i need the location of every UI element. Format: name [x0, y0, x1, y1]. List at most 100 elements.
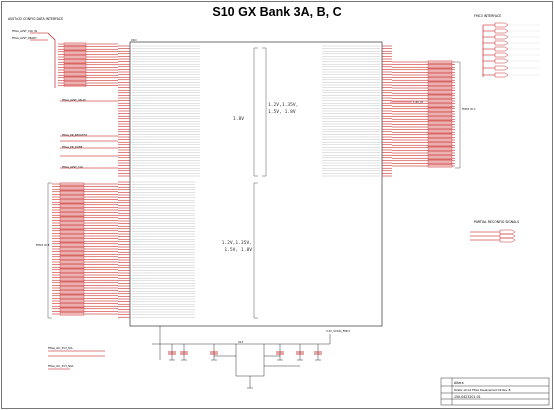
net-label-left — [63, 63, 87, 67]
left-bus-lines — [30, 32, 56, 88]
bottom-net-label: 3.3V_VCCIO_FMC3 — [326, 329, 350, 333]
net-label-right — [427, 143, 453, 147]
right-pin-group — [322, 45, 392, 177]
net-label-left — [59, 297, 85, 300]
net-label-right — [427, 86, 453, 90]
right-connector-group — [483, 22, 540, 78]
net-label-left — [59, 281, 85, 285]
connector-port — [494, 58, 509, 64]
net-label-left — [59, 271, 85, 274]
net-label-left — [59, 294, 85, 298]
connector-port — [494, 22, 509, 28]
net-label-right — [427, 149, 453, 152]
left-pin-group — [118, 45, 200, 318]
bank-brackets — [253, 47, 267, 319]
net-label-left — [63, 47, 87, 51]
net-label-right — [427, 99, 453, 103]
left-net-group — [52, 42, 118, 316]
signal-label-bottom-2: FPGA_I2C_3V3_SDA — [48, 364, 74, 368]
title-block — [440, 377, 550, 406]
net-label-left — [59, 245, 85, 248]
right-net-group — [392, 60, 455, 168]
title-block-line: Stratix 10 GX FPGA Development Kit Rev. … — [454, 388, 511, 392]
pr-signal-port — [499, 237, 516, 243]
net-label-right — [427, 68, 453, 72]
net-label-right — [427, 71, 453, 74]
bank-voltage-b-line1: 1.2V,1.35V, — [268, 102, 298, 108]
title-block-company: Altera — [454, 381, 464, 385]
net-label-left — [59, 216, 85, 220]
net-label-left — [63, 76, 87, 80]
net-label-right — [427, 133, 453, 137]
connector-port — [494, 46, 509, 52]
net-label-left — [59, 213, 85, 217]
net-label-left — [59, 221, 85, 225]
net-label-right — [427, 151, 453, 155]
net-label-right — [427, 141, 453, 144]
connector-port — [494, 34, 509, 40]
net-label-left — [59, 229, 85, 233]
right-section-title: FMC3 INTERFACE — [474, 14, 501, 18]
net-label-left — [63, 53, 87, 56]
net-label-left — [59, 234, 85, 238]
net-label-left — [59, 273, 85, 277]
ground-symbols — [169, 359, 321, 389]
net-label-right — [427, 125, 453, 129]
net-label-right — [427, 81, 453, 85]
net-label-right — [427, 63, 453, 66]
pr-signal-port — [499, 233, 516, 239]
net-label-right — [427, 60, 453, 64]
left-section-title: AVSTx32 CONFIG DATA INTERFACE — [8, 17, 63, 21]
net-label-right — [427, 102, 453, 105]
net-label-left — [63, 73, 87, 77]
left-bus-io-b — [47, 182, 52, 319]
net-label-right — [427, 89, 453, 92]
net-label-left — [59, 284, 85, 287]
connector-port — [494, 65, 509, 71]
connector-port — [494, 72, 509, 78]
net-label-left — [63, 71, 87, 74]
net-label-right — [427, 94, 453, 98]
net-label-left — [63, 84, 87, 87]
net-label-left — [59, 224, 85, 227]
net-label-right — [427, 104, 453, 108]
net-label-left — [59, 208, 85, 212]
net-label-left — [59, 200, 85, 204]
net-label-left — [59, 299, 85, 303]
net-label-left — [63, 55, 87, 59]
net-label-left — [59, 252, 85, 256]
bank-voltage-c-line1: 1.2V,1.35V, — [222, 240, 252, 246]
bank-voltage-b-line2: 1.5V, 1.8V — [268, 109, 296, 115]
right-bus-label: FMC3 IO C — [462, 107, 476, 111]
net-label-left — [59, 268, 85, 272]
right-mid-section-title: PARTIAL RECONFIG SIGNALS — [474, 220, 519, 224]
net-label-left — [59, 232, 85, 235]
net-label-left — [59, 211, 85, 214]
net-label-left — [63, 60, 87, 64]
net-label-left — [59, 203, 85, 207]
top-right-net: 1.8V_IO — [413, 100, 423, 104]
title-block-doc: 150-0423201-01 — [454, 395, 481, 399]
net-label-right — [427, 138, 453, 142]
right-fanout — [455, 61, 461, 169]
net-label-left — [59, 304, 85, 308]
net-label-left — [59, 187, 85, 191]
net-label-right — [427, 159, 453, 163]
ic-reference: U1D — [131, 38, 137, 42]
net-label-left — [59, 289, 85, 292]
net-label-left — [63, 58, 87, 61]
net-label-left — [59, 258, 85, 261]
net-label-right — [427, 117, 453, 121]
pr-signal-group — [470, 229, 516, 243]
net-label-left — [63, 81, 87, 85]
net-label-right — [427, 156, 453, 160]
net-label-left — [59, 291, 85, 295]
net-label-right — [427, 115, 453, 118]
pr-signal-port — [499, 229, 516, 235]
net-label-right — [427, 107, 453, 111]
net-label-right — [427, 154, 453, 157]
sheet-title: S10 GX Bank 3A, B, C — [212, 5, 341, 19]
net-label-left — [59, 302, 85, 305]
net-label-left — [59, 265, 85, 269]
